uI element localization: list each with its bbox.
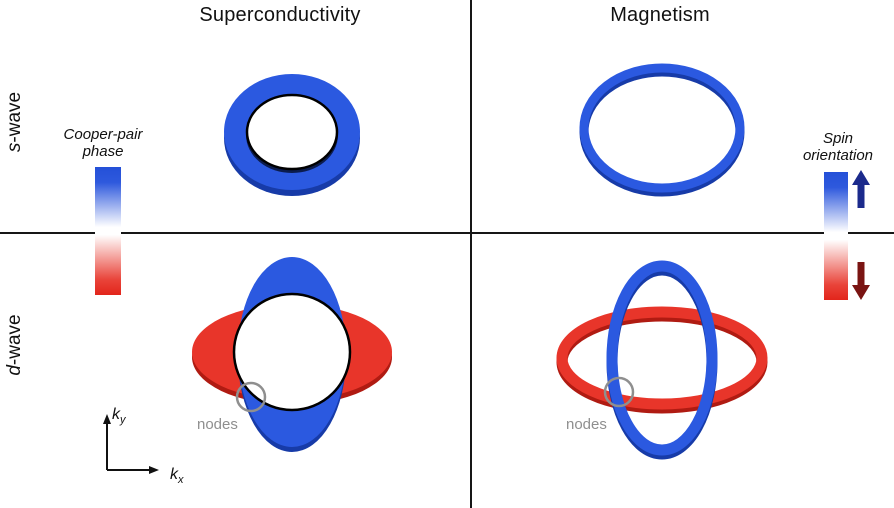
nodes-text: nodes <box>566 416 607 433</box>
ky-arrowhead <box>103 414 111 424</box>
s-wave-suffix: -wave <box>4 91 25 143</box>
row-label-s-wave: s-wave <box>4 67 26 177</box>
spin-orientation-colorbar <box>824 172 848 300</box>
cooper-pair-phase-label: Cooper-pair phase <box>43 126 163 161</box>
ring-band <box>579 63 745 193</box>
spin-line1: Spin <box>822 130 854 147</box>
k-axes-icon <box>103 414 159 474</box>
fermi-surface-circle <box>245 93 339 171</box>
x-subscript: x <box>178 474 184 487</box>
blue-ring <box>606 260 718 456</box>
magnetism-label: Magnetism <box>610 4 710 26</box>
fermi-surface-circle <box>232 292 352 412</box>
nodes-text: nodes <box>197 416 238 433</box>
red-ring <box>556 306 768 410</box>
k-symbol: k <box>170 466 178 483</box>
d-wave-superconductivity-lobes <box>192 257 392 452</box>
spin-up-arrow-icon <box>852 170 870 208</box>
row-label-d-wave: d-wave <box>4 290 26 400</box>
spin-orientation-label: Spin orientation <box>778 130 894 165</box>
column-header-superconductivity: Superconductivity <box>100 4 460 27</box>
s-wave-magnetism-ring <box>579 63 745 197</box>
nodes-label-superconductivity: nodes <box>197 416 238 433</box>
cooper-pair-line2: phase <box>82 143 124 161</box>
k-symbol: k <box>112 406 120 423</box>
superconductivity-label: Superconductivity <box>199 4 361 26</box>
row-divider-line <box>0 232 894 234</box>
node-marker-circle <box>603 376 635 408</box>
y-subscript: y <box>120 414 126 427</box>
nodes-label-magnetism: nodes <box>566 416 607 433</box>
axis-label-kx: kx <box>170 466 184 486</box>
node-marker-circle <box>235 381 267 413</box>
d-wave-prefix: d <box>4 365 25 376</box>
column-divider-line <box>470 0 472 508</box>
kx-arrowhead <box>149 466 159 474</box>
s-wave-prefix: s <box>4 142 25 153</box>
spin-down-arrow-icon <box>852 262 870 300</box>
s-wave-superconductivity-ring <box>224 74 360 196</box>
column-header-magnetism: Magnetism <box>510 4 810 27</box>
cooper-pair-phase-colorbar <box>95 167 121 295</box>
axis-label-ky: ky <box>112 406 126 426</box>
cooper-pair-line1: Cooper-pair <box>63 126 143 143</box>
spin-line2: orientation <box>802 147 874 165</box>
d-wave-suffix: -wave <box>4 314 25 366</box>
d-wave-magnetism-rings <box>556 260 768 460</box>
